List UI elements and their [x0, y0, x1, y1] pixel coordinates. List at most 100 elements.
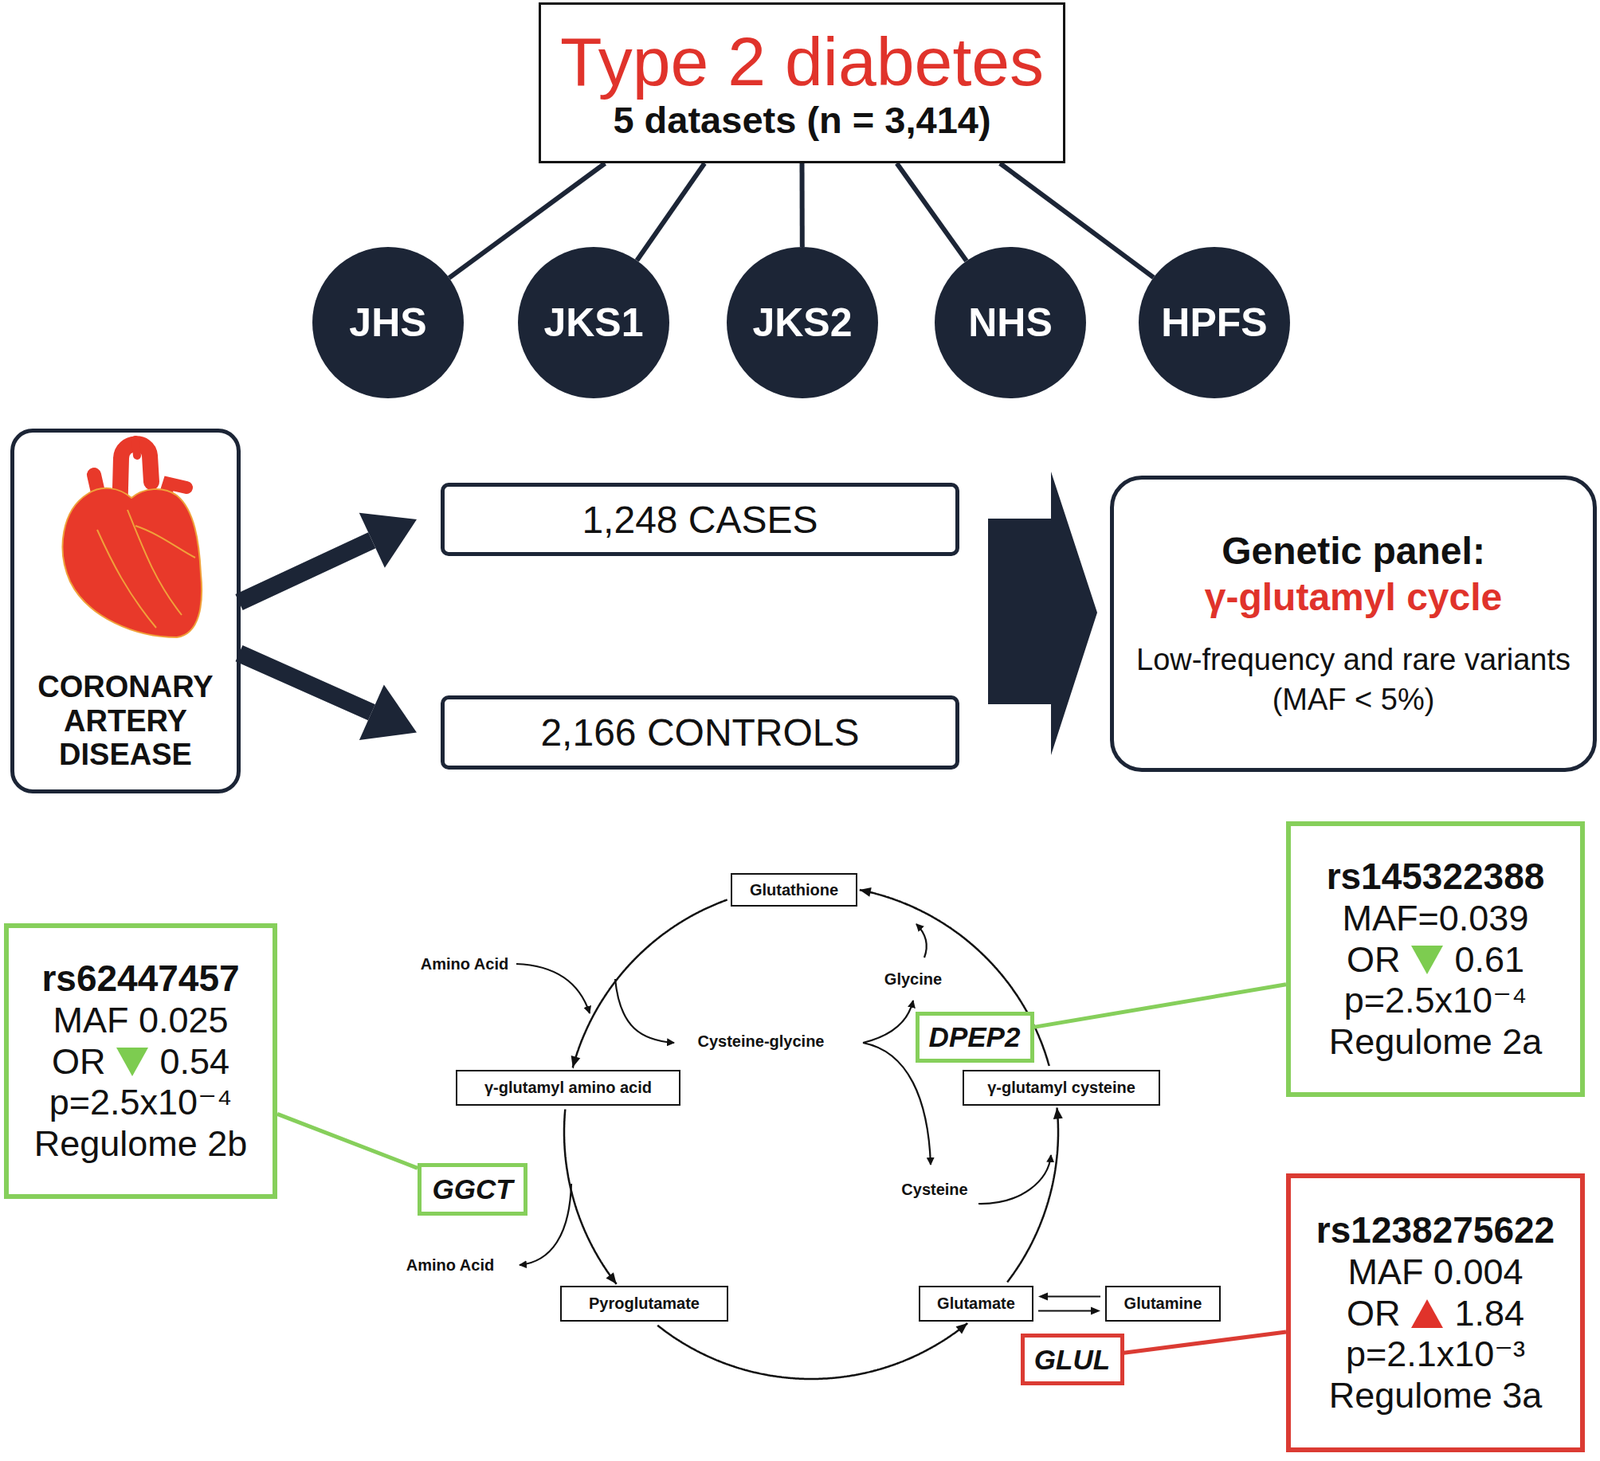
- triangle-marker: [1411, 1299, 1444, 1329]
- free-label: Amino Acid: [403, 1255, 497, 1276]
- connector-line: [1124, 1332, 1287, 1353]
- gene-box: GGCT: [417, 1163, 528, 1216]
- metabolite-box: Glutamate: [918, 1286, 1034, 1322]
- connector-line: [277, 1113, 418, 1169]
- dataset-circle: HPFS: [1138, 247, 1291, 399]
- label-text: JHS: [349, 299, 427, 346]
- label-text: OR: [1346, 939, 1401, 981]
- label-text: p=2.5x10⁻⁴: [49, 1082, 233, 1124]
- label-text: Pyroglutamate: [588, 1294, 700, 1314]
- label-text: MAF 0.025: [52, 1000, 228, 1042]
- connector-line: [239, 653, 372, 713]
- connector: [239, 513, 417, 603]
- label-text: JKS2: [752, 299, 852, 346]
- label-text: 1,248 CASES: [581, 498, 818, 542]
- label-text: JKS1: [543, 299, 644, 346]
- connector-line: [657, 1323, 968, 1380]
- odds-row: OR 0.61: [1346, 939, 1525, 981]
- connector: [897, 163, 967, 262]
- connector: [1034, 984, 1287, 1028]
- label-text: Glutamine: [1124, 1294, 1203, 1314]
- label-text: 1.84: [1454, 1293, 1525, 1335]
- label-text: Type 2 diabetes: [560, 23, 1044, 100]
- dataset-circle: JKS1: [517, 247, 670, 399]
- dataset-circle: JHS: [312, 247, 464, 399]
- label-text: MAF=0.039: [1342, 898, 1530, 940]
- group-box: 2,166 CONTROLS: [440, 695, 960, 770]
- connector-line: [239, 540, 373, 603]
- label-text: GGCT: [431, 1173, 513, 1206]
- connector-line: [564, 1109, 617, 1285]
- odds-row: OR0.54: [51, 1041, 230, 1083]
- metabolite-box: Pyroglutamate: [560, 1286, 729, 1322]
- label-text: HPFS: [1160, 299, 1267, 346]
- dataset-circle: NHS: [934, 247, 1087, 399]
- panel-box: Genetic panel:γ-glutamyl cycleLow-freque…: [1109, 475, 1597, 773]
- arrow-head: [571, 1055, 581, 1068]
- label-text: p=2.5x10⁻⁴: [1344, 980, 1528, 1022]
- free-label: Glycine: [882, 969, 945, 990]
- disease-box: CORONARY ARTERY DISEASE: [10, 428, 241, 794]
- variant-callout: rs1238275622MAF 0.004OR1.84p=2.1x10⁻³Reg…: [1286, 1173, 1585, 1453]
- label-text: Glutathione: [749, 881, 839, 900]
- label-text: NHS: [968, 299, 1053, 346]
- connector-line: [636, 163, 705, 261]
- connector-line: [859, 890, 1050, 1067]
- label-text: OR: [51, 1041, 106, 1083]
- label-text: rs145322388: [1326, 855, 1546, 899]
- label-text: Regulome 3a: [1329, 1375, 1543, 1417]
- connector: [564, 1109, 617, 1285]
- label-text: Regulome 2a: [1329, 1021, 1543, 1063]
- title-box: Type 2 diabetes5 datasets (n = 3,414): [538, 2, 1066, 164]
- odds-row: OR 1.84: [1346, 1293, 1525, 1335]
- label-text: Glutamate: [937, 1294, 1016, 1314]
- connector: [1038, 1293, 1101, 1302]
- label-text: γ-glutamyl cysteine: [987, 1078, 1136, 1098]
- label-text: 2,166 CONTROLS: [540, 710, 859, 755]
- arrow-head: [359, 513, 417, 569]
- connector-line: [897, 163, 967, 262]
- free-label: Cysteine-glycine: [695, 1031, 828, 1052]
- dataset-circle: JKS2: [726, 247, 879, 399]
- connector-line: [800, 163, 805, 248]
- free-label: Amino Acid: [418, 954, 511, 975]
- arrow-head: [1038, 1293, 1048, 1302]
- connector-line: [1047, 1296, 1101, 1299]
- connector: [657, 1323, 968, 1380]
- free-label: Cysteine: [898, 1180, 970, 1200]
- gene-box: GLUL: [1020, 1333, 1125, 1386]
- connector-line: [1007, 1107, 1059, 1283]
- connector: [636, 163, 705, 261]
- label-text: rs1238275622: [1316, 1209, 1555, 1252]
- label-text: CORONARY ARTERY DISEASE: [20, 670, 231, 773]
- label-text: 5 datasets (n = 3,414): [612, 98, 991, 142]
- metabolite-box: Glutamine: [1105, 1286, 1221, 1322]
- arrow-head: [605, 1272, 616, 1285]
- label-text: γ-glutamyl amino acid: [484, 1078, 652, 1098]
- label-text: Low-frequency and rare variants (MAF < 5…: [1133, 640, 1574, 720]
- arrow-head: [956, 1323, 969, 1334]
- connector: [801, 163, 803, 248]
- label-text: Regulome 2b: [34, 1123, 248, 1165]
- label-text: DPEP2: [929, 1021, 1021, 1054]
- connector: [277, 1113, 418, 1169]
- arrow-head: [1090, 1307, 1101, 1316]
- metabolite-box: γ-glutamyl cysteine: [962, 1070, 1161, 1106]
- triangle-marker: [116, 1047, 149, 1077]
- connector: [1007, 1107, 1063, 1283]
- label-text: Genetic panel:: [1221, 528, 1486, 575]
- arrow-head: [859, 887, 872, 898]
- connector: [239, 653, 417, 741]
- group-box: 1,248 CASES: [440, 482, 960, 557]
- label-text: OR: [1346, 1293, 1401, 1335]
- variant-callout: rs62447457MAF 0.025OR0.54p=2.5x10⁻⁴Regul…: [3, 923, 278, 1200]
- connector: [1124, 1332, 1287, 1353]
- arrow-head: [359, 685, 417, 741]
- label-text: GLUL: [1034, 1344, 1110, 1377]
- metabolite-box: Glutathione: [730, 873, 858, 907]
- metabolite-box: γ-glutamyl amino acid: [455, 1070, 681, 1106]
- label-text: p=2.1x10⁻³: [1345, 1333, 1526, 1376]
- label-text: 0.61: [1454, 939, 1525, 981]
- triangle-marker: [1411, 945, 1444, 975]
